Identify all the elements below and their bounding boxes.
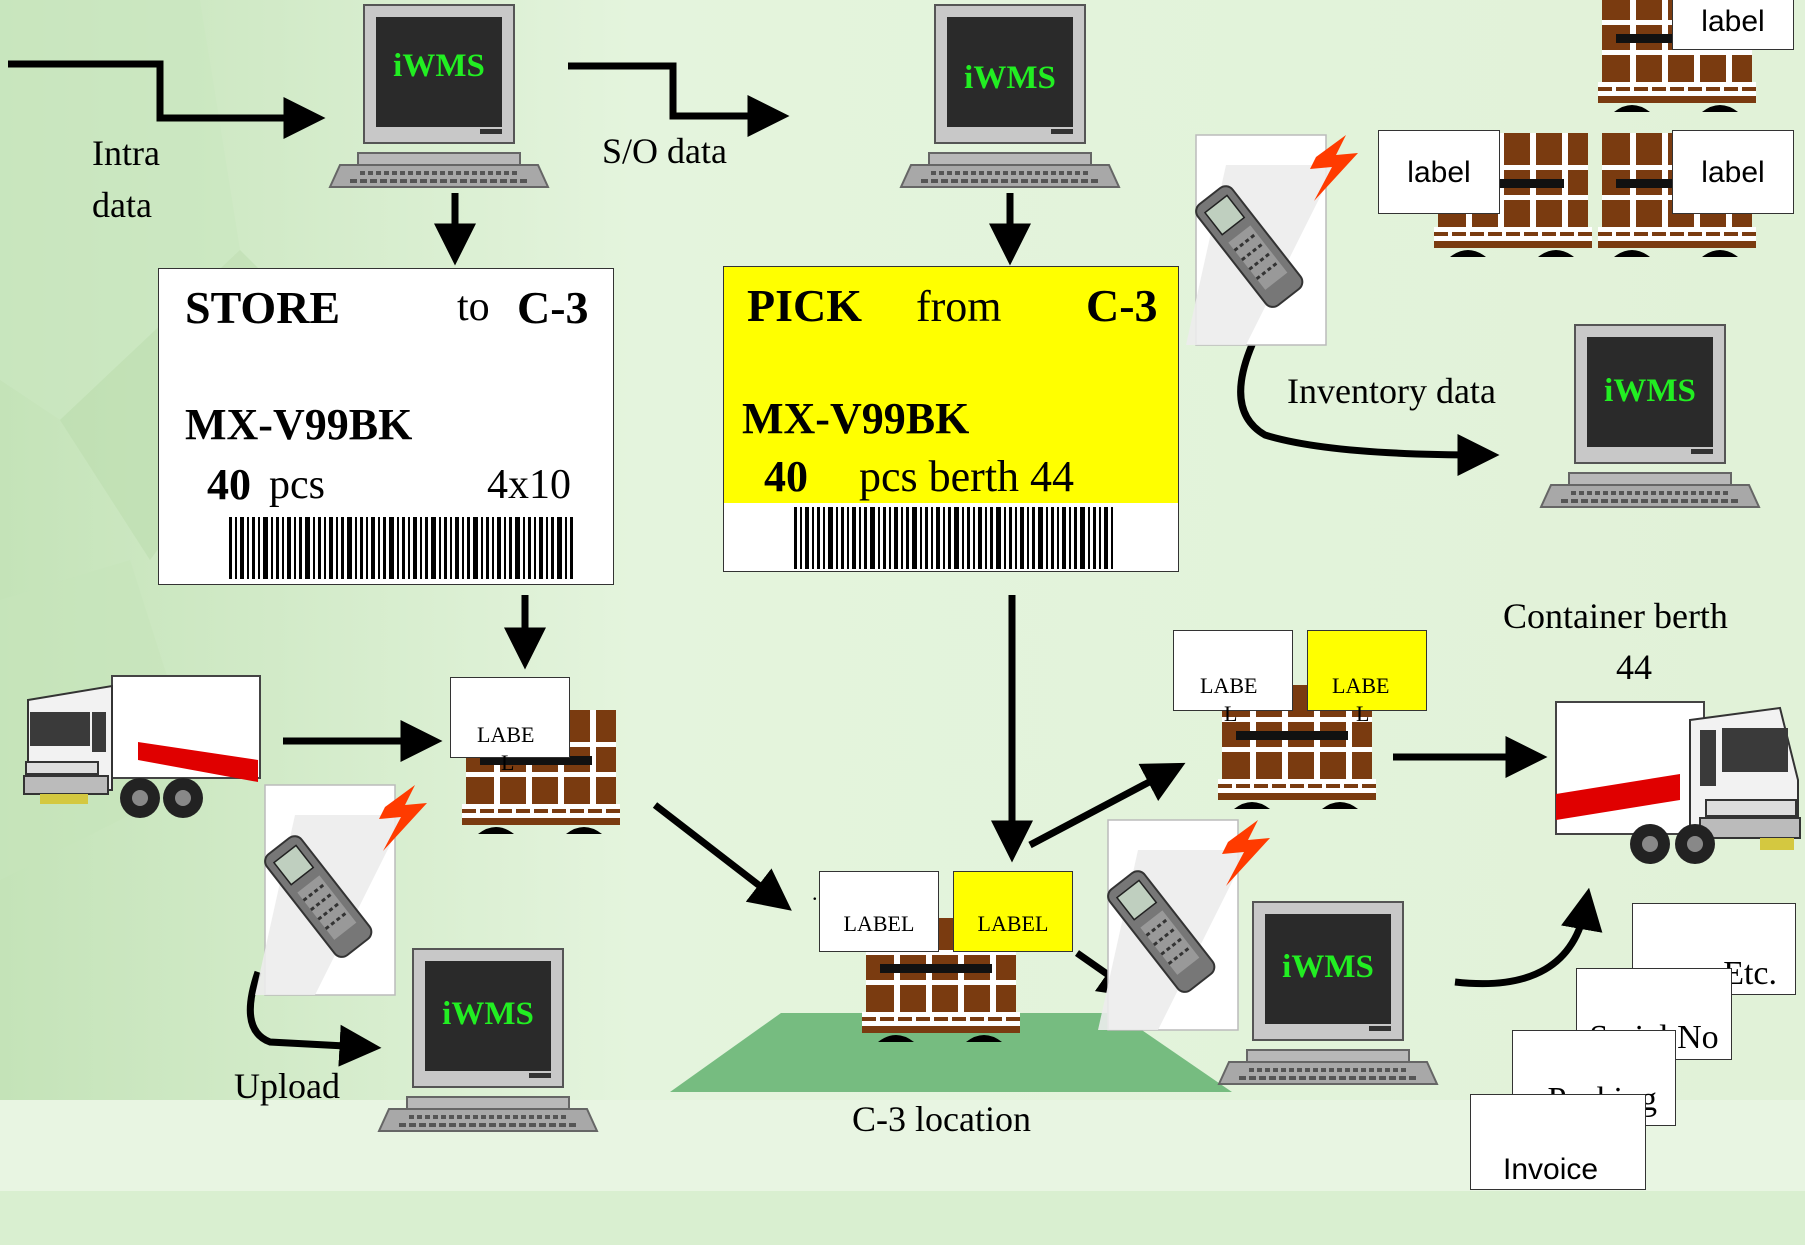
pallet-label-outbound-yellow: LABE L	[1307, 630, 1427, 726]
pallet-label-outbound-yellow-line1: LABE	[1332, 673, 1390, 698]
store-to: to	[457, 284, 490, 330]
scanner-icon-inbound	[253, 783, 429, 997]
truck-icon-outbound	[1555, 701, 1801, 864]
iwms-label-inventory: iWMS	[1604, 373, 1696, 409]
iwms-label-intake: iWMS	[393, 48, 485, 84]
pick-barcode	[794, 507, 1116, 569]
store-unit: pcs	[269, 462, 325, 508]
intra-data-label-line2: data	[92, 185, 152, 225]
store-location: C-3	[517, 282, 589, 333]
pick-item: MX-V99BK	[742, 394, 970, 443]
pallet-label-right-right: label	[1672, 130, 1794, 214]
wms-flow-diagram	[8, 0, 1801, 1133]
arrow-pallet-to-location	[652, 802, 792, 911]
arrow-so-data	[568, 62, 790, 137]
pallet-label-outbound-white-line1: LABE	[1200, 673, 1258, 698]
pallet-label-top-right: label	[1672, 0, 1794, 50]
arrow-inventory-data	[1237, 336, 1500, 476]
c3-location-label: C-3 location	[852, 1099, 1031, 1139]
iwms-label-order: iWMS	[964, 60, 1056, 96]
store-layout: 4x10	[487, 462, 571, 508]
container-berth-number: 44	[1616, 647, 1652, 687]
iwms-computer-intake	[328, 3, 550, 189]
intra-data-label-line1: Intra	[92, 133, 160, 173]
so-data-label: S/O data	[602, 131, 727, 171]
pick-barcode-strip	[724, 503, 1178, 571]
location-label-dot: .	[812, 880, 818, 905]
iwms-label-shipping: iWMS	[1282, 949, 1374, 985]
pick-from: from	[916, 282, 1002, 331]
pick-label-card: PICK from C-3 MX-V99BK 40 pcs berth 44	[723, 266, 1179, 572]
store-barcode	[229, 517, 573, 579]
pallet-label-location-yellow: LABEL	[953, 871, 1073, 952]
iwms-computer-inventory	[1539, 323, 1761, 509]
store-qty: 40	[207, 460, 251, 509]
c3-location-pad	[670, 1013, 1232, 1092]
document-invoice: Invoice	[1470, 1094, 1646, 1190]
truck-icon-inbound	[23, 675, 261, 818]
pick-location: C-3	[1086, 280, 1158, 331]
upload-label: Upload	[234, 1066, 340, 1106]
iwms-label-upload: iWMS	[442, 996, 534, 1032]
arrow-intra-data	[8, 60, 326, 139]
store-item: MX-V99BK	[185, 400, 413, 449]
pallet-label-inbound: LABE L	[450, 677, 570, 775]
scanner-icon-top	[1184, 133, 1360, 347]
arrow-location-to-outbound	[1028, 762, 1186, 849]
pallet-label-outbound-white-line2: L	[1224, 701, 1238, 726]
scanner-icon-location	[1096, 818, 1272, 1032]
arrow-documents-to-truck	[1454, 887, 1603, 988]
iwms-computer-upload	[377, 947, 599, 1133]
store-action: STORE	[185, 282, 341, 333]
pick-qty: 40	[764, 452, 808, 501]
pick-unit-berth: pcs berth 44	[859, 452, 1075, 501]
pallet-label-location-white: LABEL	[819, 871, 939, 952]
iwms-computer-shipping	[1217, 900, 1439, 1086]
pick-action: PICK	[747, 280, 862, 331]
pallet-label-outbound-yellow-line2: L	[1356, 701, 1370, 726]
pallet-label-inbound-line2: L	[501, 750, 515, 775]
inventory-data-label: Inventory data	[1287, 371, 1496, 411]
container-berth-label: Container berth	[1503, 596, 1728, 636]
arrow-upload	[246, 970, 382, 1067]
pallet-label-inbound-line1: LABE	[477, 722, 535, 747]
pallet-label-right-left: label	[1378, 130, 1500, 214]
pallet-label-outbound-white: LABE L	[1173, 630, 1293, 726]
store-label-card: STORE to C-3 MX-V99BK 40 pcs 4x10	[158, 268, 614, 585]
